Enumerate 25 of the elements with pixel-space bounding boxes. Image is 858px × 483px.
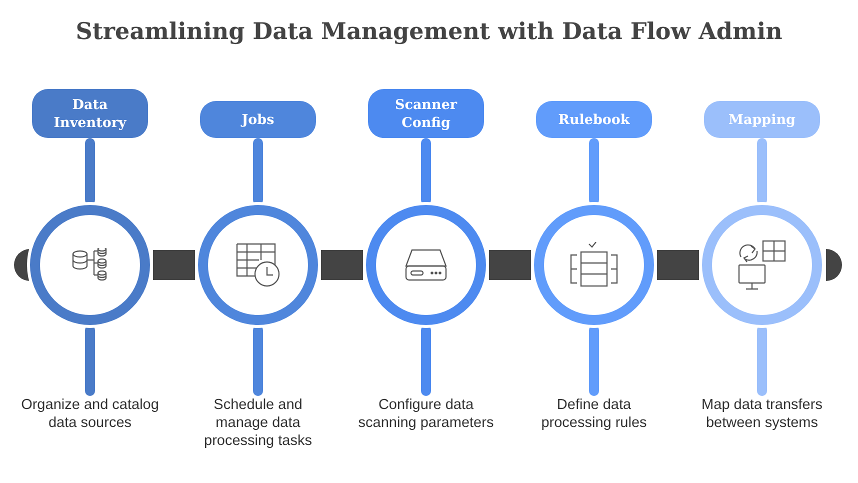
connector-stem <box>757 138 767 205</box>
step-description: Schedule and manage data processing tasks <box>188 396 328 452</box>
step-description: Map data transfers between systems <box>692 396 832 452</box>
connector-stem <box>85 325 95 396</box>
step-description: Configure data scanning parameters <box>356 396 496 452</box>
timeline-bar <box>657 250 699 280</box>
timeline-bar <box>489 250 531 280</box>
step-label: Scanner Config <box>368 89 484 138</box>
timeline-bar <box>153 250 195 280</box>
step-label: Mapping <box>704 101 820 138</box>
step-label: Data Inventory <box>32 89 148 138</box>
step-description: Define data processing rules <box>524 396 664 452</box>
connector-stem <box>421 325 431 396</box>
diagram-title: Streamlining Data Management with Data Flow Admin <box>74 18 784 45</box>
connector-stem <box>253 138 263 205</box>
timeline-bar <box>321 250 363 280</box>
step-label: Rulebook <box>536 101 652 138</box>
connector-stem <box>253 325 263 396</box>
step-label: Jobs <box>200 101 316 138</box>
connector-stem <box>589 138 599 205</box>
step-description: Organize and catalog data sources <box>20 396 160 452</box>
connector-stem <box>85 138 95 205</box>
connector-stem <box>757 325 767 396</box>
connector-stem <box>589 325 599 396</box>
connector-stem <box>421 138 431 205</box>
